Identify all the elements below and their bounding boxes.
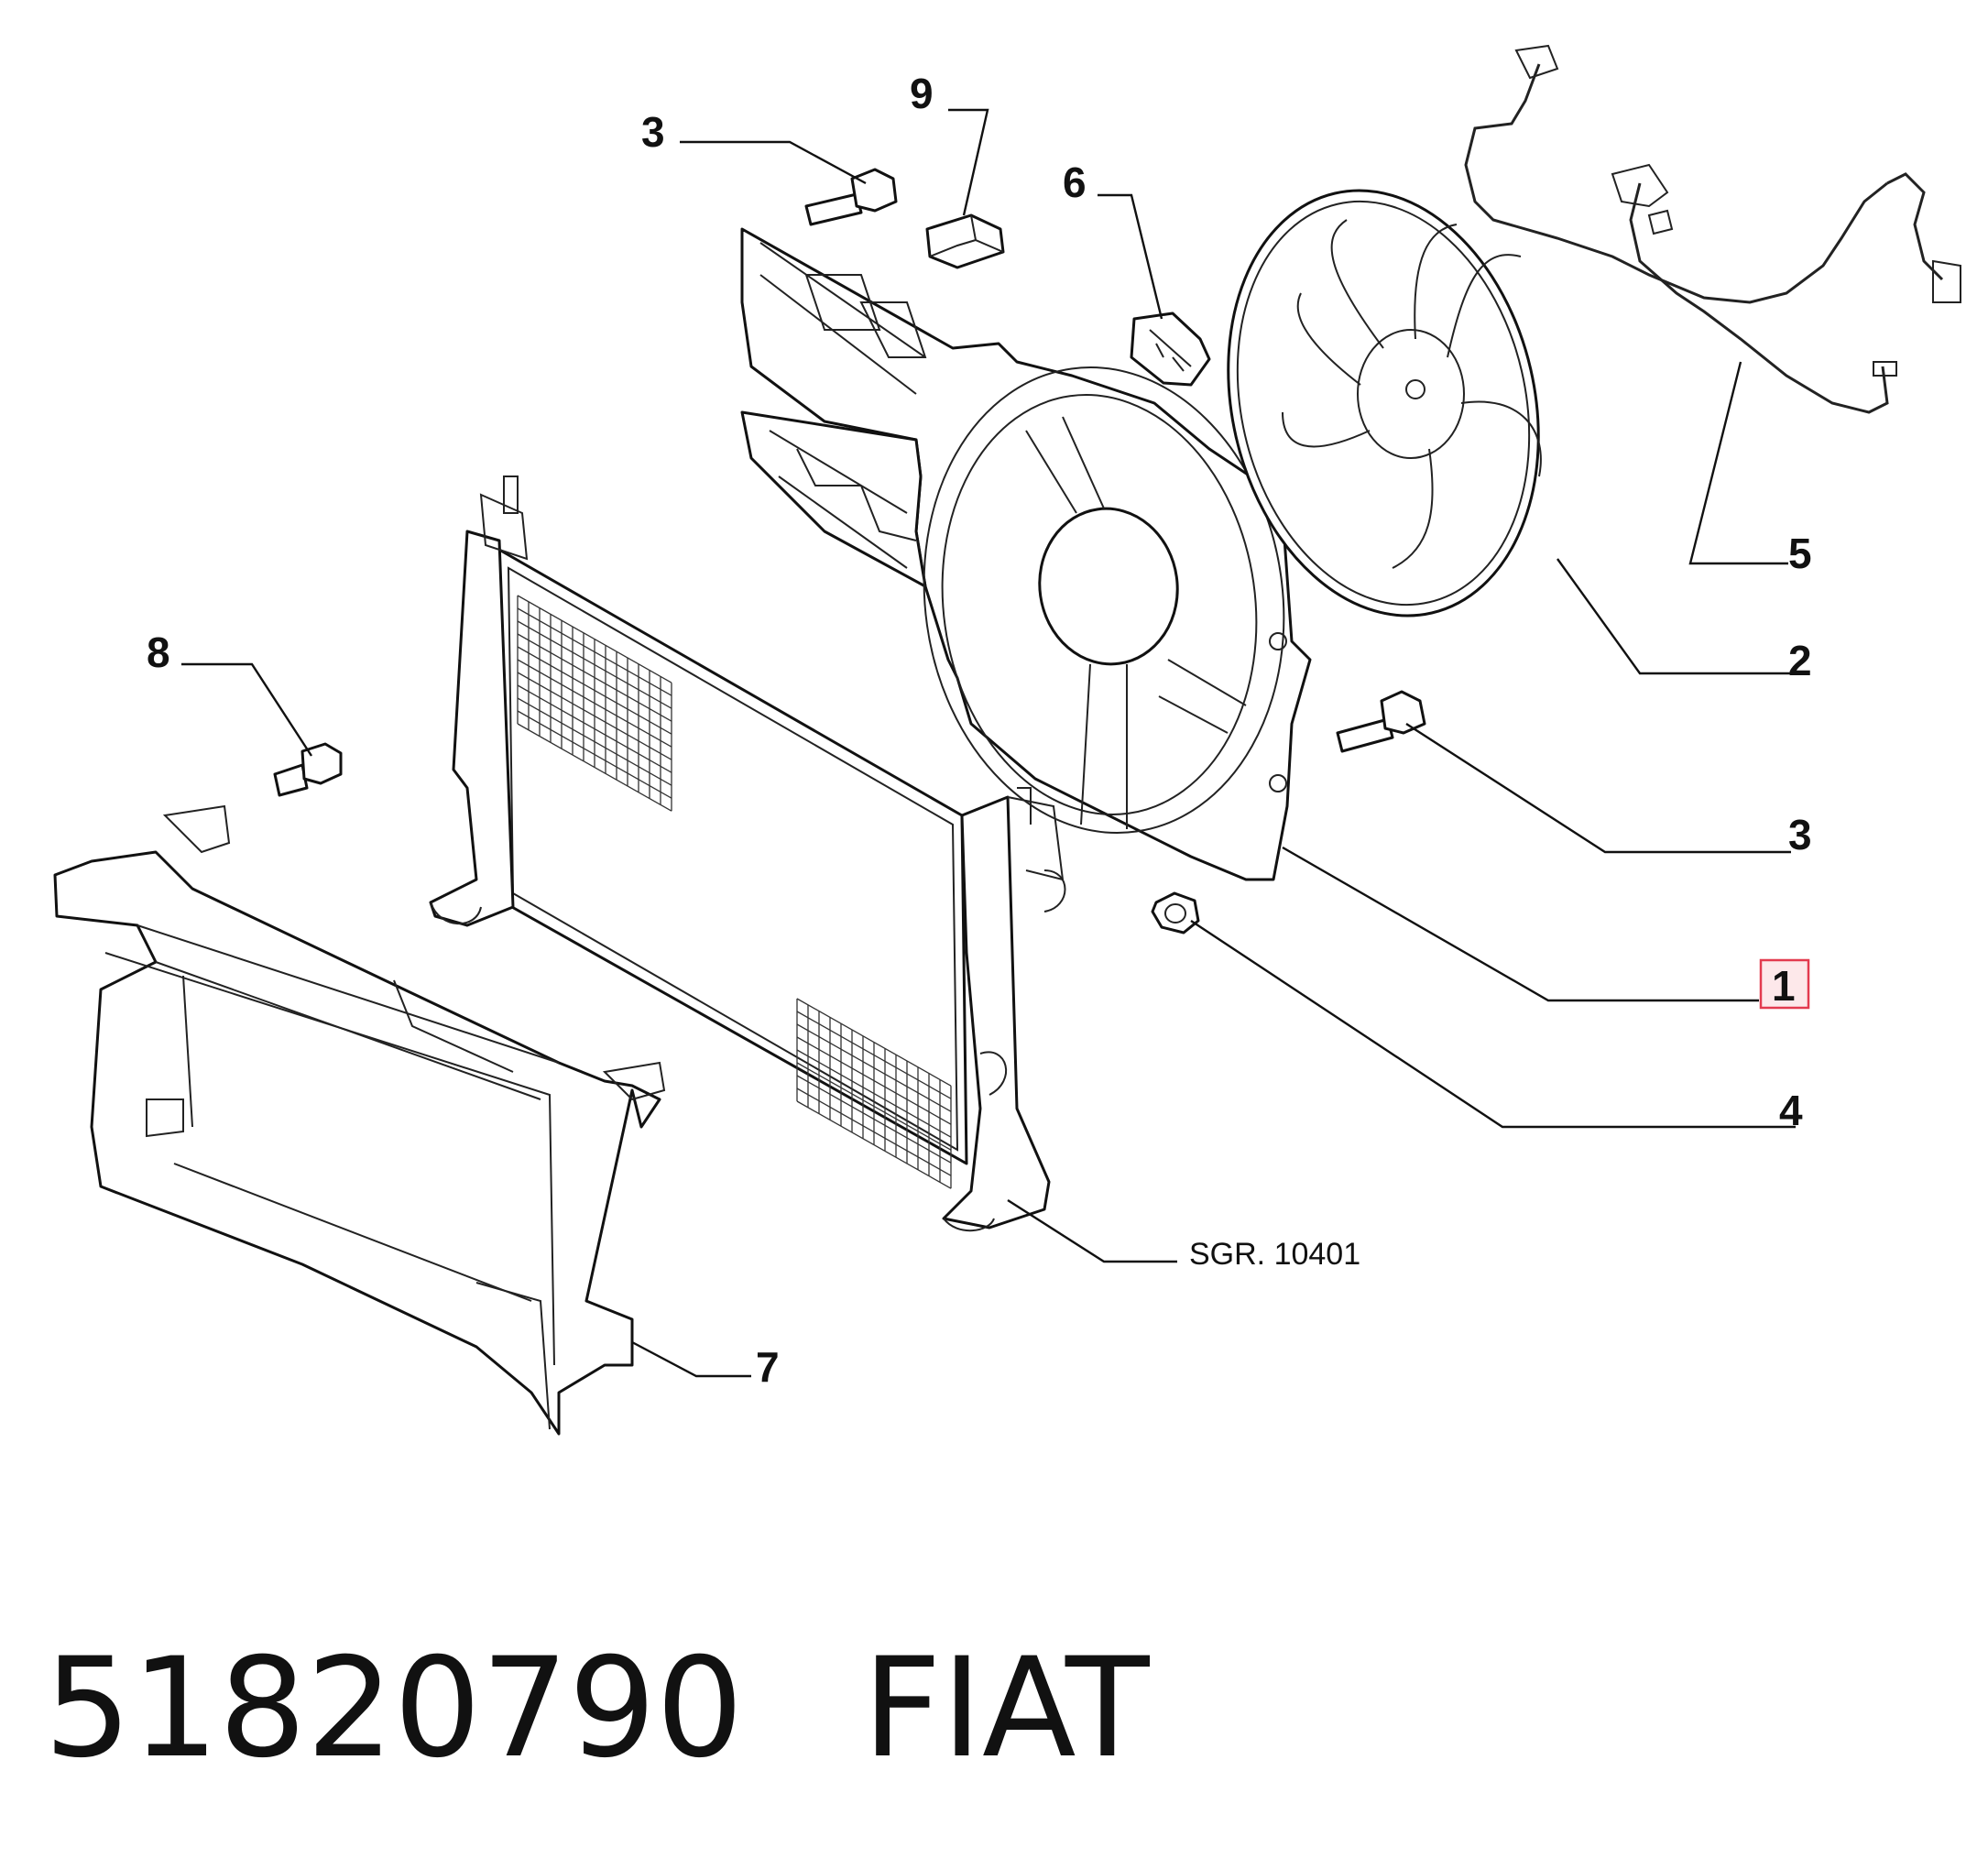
- callout-1-highlight: [1759, 958, 1810, 1010]
- callout-8: 8: [147, 628, 170, 676]
- leader-lines: [181, 108, 1796, 1378]
- callout-9: 9: [910, 70, 934, 117]
- part-bolt-upper: [804, 168, 898, 226]
- part-wiring-harness: [1464, 44, 1961, 414]
- callout-1: 1: [1772, 962, 1796, 1010]
- part-electric-fan: [1227, 189, 1542, 618]
- part-bolt-right: [1336, 690, 1426, 753]
- brand-name: FIAT: [862, 1629, 1150, 1788]
- part-radiator: [429, 475, 1066, 1232]
- callout-4: 4: [1779, 1087, 1803, 1134]
- callout-5: 5: [1788, 530, 1812, 577]
- reference-sgr: SGR. 10401: [1189, 1237, 1360, 1272]
- part-nut: [1151, 891, 1200, 934]
- radiator-core-grid: [517, 595, 952, 1189]
- callout-labels: 3 9 6 5 2 3 4 8 7 1 SGR. 10401: [147, 70, 1812, 1391]
- part-air-duct: [53, 804, 666, 1436]
- part-clip-9: [925, 213, 1005, 269]
- callout-2: 2: [1788, 637, 1812, 684]
- callout-7: 7: [756, 1343, 780, 1391]
- part-bolt-left: [273, 742, 343, 797]
- part-fan-shroud: [740, 227, 1312, 881]
- part-number: 51820790: [44, 1629, 744, 1788]
- callout-6: 6: [1063, 158, 1087, 206]
- callout-3-upper: 3: [641, 108, 665, 156]
- part-bracket-6: [1130, 312, 1211, 387]
- callout-3-lower: 3: [1788, 811, 1812, 858]
